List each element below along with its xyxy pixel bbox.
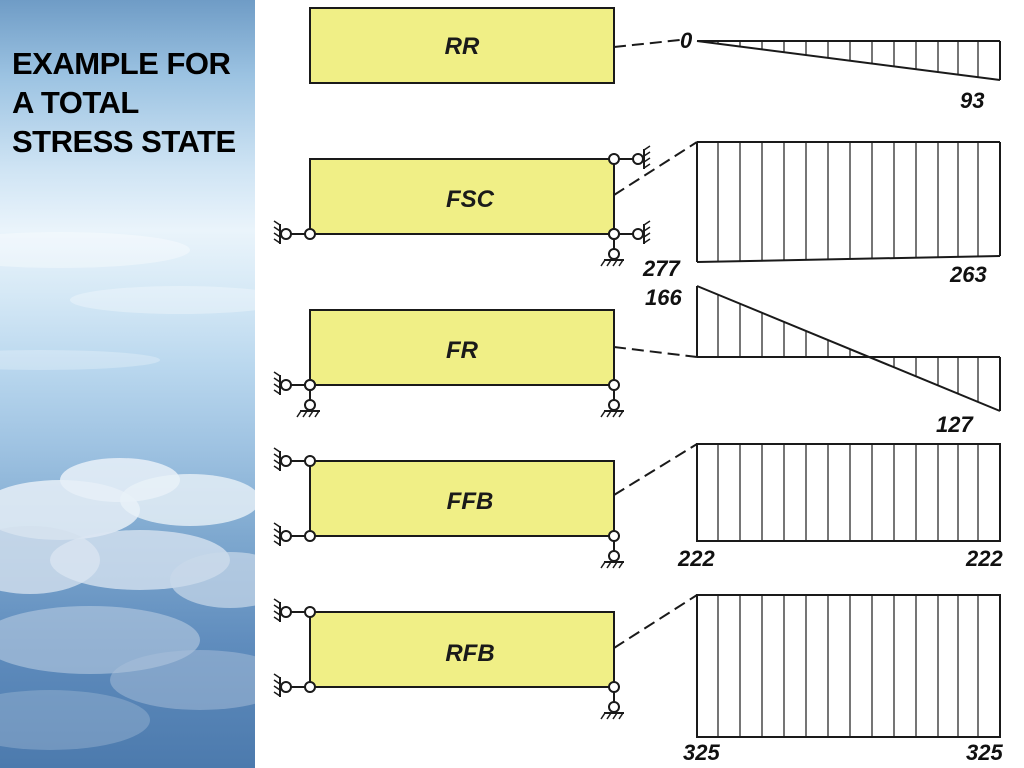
slide-title: EXAMPLE FOR A TOTAL STRESS STATE xyxy=(12,46,236,159)
value-right-rr: 93 xyxy=(960,88,984,113)
support-fsc-left-bottom-icon xyxy=(273,220,316,245)
sky-background-panel: EXAMPLE FOR A TOTAL STRESS STATE xyxy=(0,0,255,768)
value-left-fsc: 277 xyxy=(642,256,681,281)
bar-label-fsc: FSC xyxy=(446,186,495,213)
bar-ffb xyxy=(309,460,615,537)
value-right-rfb: 325 xyxy=(966,740,1003,765)
bar-rfb xyxy=(309,611,615,688)
bar-label-rfb: RFB xyxy=(445,640,494,667)
value-right-ffb: 222 xyxy=(965,546,1003,571)
bar-fr xyxy=(309,309,615,386)
stress-diagram-fr xyxy=(696,285,1001,412)
leader-fr xyxy=(613,346,698,358)
cloud-illustration xyxy=(0,232,255,750)
leader-rfb xyxy=(613,594,698,649)
case-fsc: FSC 277 263 xyxy=(273,141,1001,287)
case-ffb: FFB 222 222 xyxy=(273,443,1003,571)
value-left-fr: 166 xyxy=(645,285,682,310)
value-left-rr: 0 xyxy=(680,28,693,53)
stress-diagram-rfb xyxy=(696,594,1001,738)
case-rr: RR 0 93 xyxy=(309,7,1001,113)
value-right-fr: 127 xyxy=(936,412,974,437)
support-fsc-right-top-icon xyxy=(608,145,651,170)
value-left-ffb: 222 xyxy=(677,546,715,571)
support-rfb-left-bottom-icon xyxy=(273,673,316,698)
value-left-rfb: 325 xyxy=(683,740,720,765)
support-ffb-left-bottom-icon xyxy=(273,522,316,547)
leader-fsc xyxy=(613,141,698,196)
support-rfb-left-top-icon xyxy=(273,598,316,623)
value-right-fsc: 263 xyxy=(949,262,987,287)
case-rfb: RFB 325 325 xyxy=(273,594,1003,765)
stress-diagram-fsc xyxy=(696,141,1001,263)
stress-diagram-ffb xyxy=(696,443,1001,542)
bar-fsc xyxy=(309,158,615,235)
support-ffb-left-top-icon xyxy=(273,447,316,472)
stress-diagram-rr xyxy=(696,40,1001,81)
bar-label-fr: FR xyxy=(446,337,479,364)
bar-label-ffb: FFB xyxy=(447,488,494,515)
case-fr: FR 166 127 xyxy=(273,285,1001,437)
leader-ffb xyxy=(613,443,698,496)
bar-label-rr: RR xyxy=(445,33,480,60)
bar-rr xyxy=(309,7,615,84)
leader-rr xyxy=(613,39,681,48)
